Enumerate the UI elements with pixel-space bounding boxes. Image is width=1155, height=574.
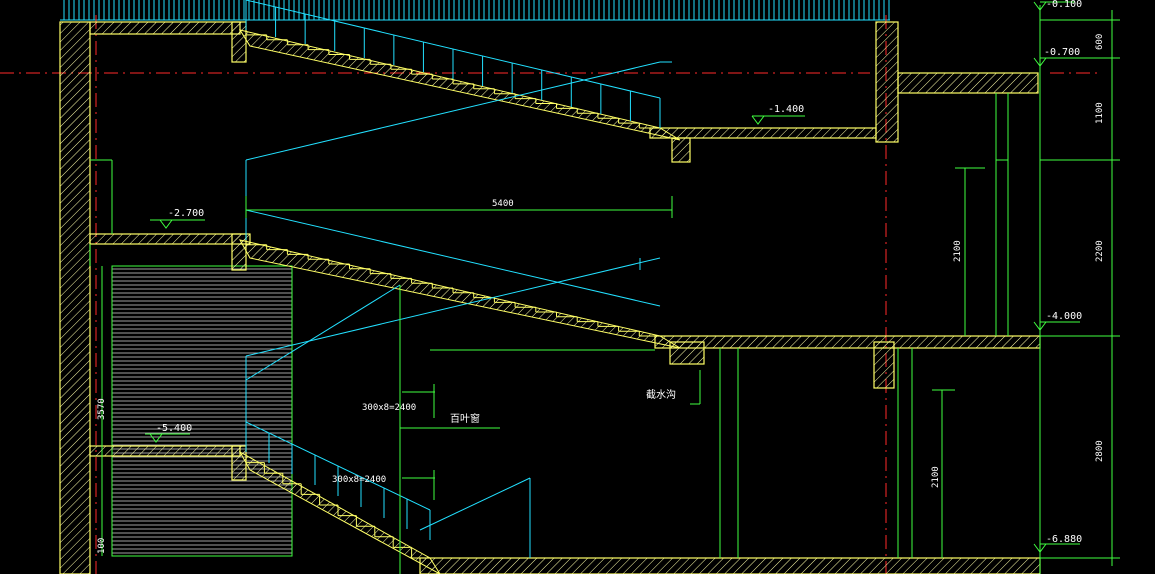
drain-label: 截水沟 [646,388,676,401]
landing-slab-minus-1400 [649,127,877,139]
dim-run: 5400 [492,199,514,209]
level-label-l3: -2.700 [168,208,204,219]
stair-steps [245,30,660,559]
louver-label: 百叶窗 [450,412,480,425]
dim-right-4: 2800 [1095,440,1105,462]
level-mark-l3 [159,219,173,229]
dimension-lines [101,5,1120,574]
right-wall-mid [873,341,895,389]
dim-right-1: 600 [1095,34,1105,50]
level-markers [145,1,1080,553]
dim-right-3: 2200 [1095,240,1105,262]
top-slab [89,21,241,35]
level-label-top: -0.100 [1046,0,1082,10]
level-mark-l6 [1033,543,1047,553]
dim-steps-lower: 300x8=2400 [332,475,386,485]
level-label-l6: -6.880 [1046,534,1082,545]
structural-lines [89,93,1009,574]
dim-steps-upper: 300x8=2400 [362,403,416,413]
floor-slab-minus-6880 [419,557,1041,574]
level-label-l4: -4.000 [1046,311,1082,322]
walls [59,21,1041,574]
dim-left-1: 3570 [97,398,107,420]
dim-right-2: 1100 [1095,102,1105,124]
level-label-l5: -5.400 [156,423,192,434]
right-wall-upper [875,21,899,143]
slab-minus-0700 [897,72,1039,94]
level-label-l1: -0.700 [1044,47,1080,58]
stair-railings [245,0,672,558]
beam-3 [231,233,247,271]
flight-1 [238,29,681,141]
dim-inner-1: 2100 [953,240,963,262]
level-mark-l2 [751,115,765,125]
stair-flights [238,29,681,574]
landing-slab-minus-5400 [89,445,241,457]
axis-lines [0,15,1100,574]
dim-inner-2: 2100 [931,466,941,488]
level-label-l2: -1.400 [768,104,804,115]
level-mark-l1 [1033,57,1047,67]
level-mark-top [1033,1,1047,11]
beam-1 [231,21,247,63]
left-wall [59,21,91,574]
flight-2 [239,239,681,349]
level-mark-l5 [149,433,163,443]
landing-slab-minus-4000 [654,335,1041,349]
flight-3 [238,450,441,574]
top-railing-fringe [60,0,890,21]
beam-2 [671,137,691,163]
louver-window [111,265,293,557]
dim-left-2: 100 [97,538,107,554]
level-mark-l4 [1033,321,1047,331]
landing-slab-minus-2700 [89,233,251,245]
